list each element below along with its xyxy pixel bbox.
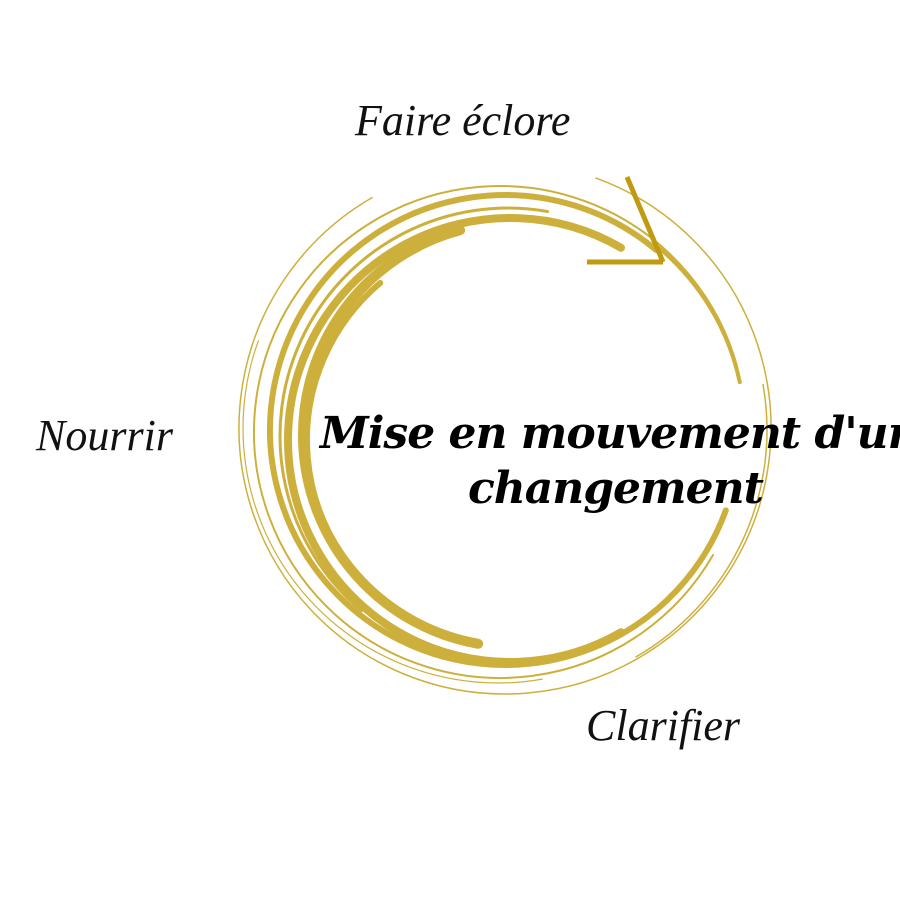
circle-stroke-5 xyxy=(657,246,742,385)
center-title-line2: changement xyxy=(468,463,764,514)
circle-stroke-8 xyxy=(635,383,768,658)
circle-stroke-1 xyxy=(284,214,625,666)
label-clarifier: Clarifier xyxy=(586,701,741,750)
circle-stroke-2 xyxy=(253,185,739,679)
label-nourrir: Nourrir xyxy=(36,411,173,460)
label-faire-eclore: Faire éclore xyxy=(355,96,571,145)
circle-stroke-6 xyxy=(242,340,543,684)
circle-stroke-7 xyxy=(278,206,550,613)
circle-stroke-3 xyxy=(238,177,772,695)
circle-stroke-9 xyxy=(304,279,413,621)
center-title-line1: Mise en mouvement d'un xyxy=(320,408,900,459)
arrow-head-icon xyxy=(587,176,666,265)
